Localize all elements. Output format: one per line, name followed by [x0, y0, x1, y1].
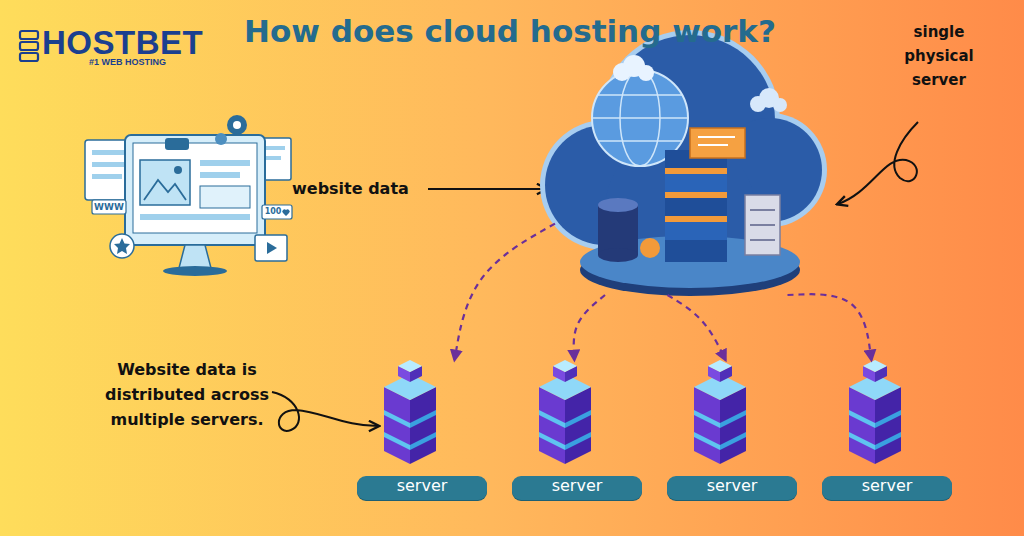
tower-top-box — [690, 128, 745, 158]
callout-label: single physical server — [897, 20, 981, 92]
tower-band — [665, 216, 727, 222]
globe-line — [598, 94, 682, 96]
node-label: server — [667, 476, 797, 500]
flow-connector — [668, 295, 726, 360]
node-label: server — [512, 476, 642, 500]
illustration-text: 100 — [262, 206, 284, 218]
logo-icon — [20, 31, 38, 39]
gear-icon — [215, 133, 227, 145]
chat-bubble — [165, 138, 189, 150]
brand-tagline: #1 WEB HOSTING — [89, 57, 166, 67]
cloud-server: single physical server — [555, 40, 805, 295]
box-line — [698, 136, 735, 138]
content-line — [200, 172, 240, 178]
rack-line — [750, 209, 775, 211]
content-block — [200, 186, 250, 208]
globe-line — [592, 117, 688, 119]
leader-arrow — [272, 392, 378, 431]
database-cylinder — [598, 248, 638, 262]
server-node: server — [667, 360, 797, 500]
server-node: server — [357, 360, 487, 500]
rack-unit — [745, 195, 780, 255]
flow-connector — [788, 294, 872, 360]
server-node: server — [512, 360, 642, 500]
illustration-text: WWW — [92, 201, 126, 213]
video-window — [255, 235, 287, 261]
connector-group — [455, 224, 872, 360]
leader-arrow — [428, 188, 546, 190]
flow-connector — [574, 295, 605, 360]
server-symbol — [539, 360, 591, 464]
rack-line — [750, 239, 775, 241]
diagram-title: How does cloud hosting work? — [190, 13, 830, 49]
play-icon — [267, 242, 277, 254]
www-box — [92, 200, 126, 214]
callout-note: Website data is distributed across multi… — [86, 357, 288, 432]
tower-band — [665, 222, 727, 240]
node-label: server — [822, 476, 952, 500]
database-top — [598, 198, 638, 212]
server-symbol — [384, 360, 436, 464]
brand-name: HOSTBET — [42, 24, 203, 62]
flow-label: website data — [292, 179, 409, 198]
rack-line — [750, 224, 775, 226]
image-sun — [174, 166, 182, 174]
logo-icon — [20, 42, 38, 50]
star-badge — [110, 234, 134, 258]
globe-line — [598, 140, 682, 142]
server-symbol — [849, 360, 901, 464]
database-cylinder — [598, 205, 638, 255]
content-line — [200, 160, 250, 166]
box-line — [698, 144, 728, 146]
server-symbol — [694, 360, 746, 464]
flow-connector — [455, 224, 556, 360]
small-cloud — [638, 65, 654, 81]
tower-band — [665, 198, 727, 216]
tower-band — [665, 174, 727, 192]
gear-icon — [227, 115, 247, 135]
likes-box — [262, 205, 292, 219]
logo-icon — [20, 53, 38, 61]
content-line — [140, 214, 250, 220]
image-icon — [140, 160, 190, 205]
tower-band — [665, 168, 727, 174]
window-line — [92, 174, 122, 179]
monitor-stand — [179, 245, 211, 268]
leader-arrow — [838, 122, 918, 204]
star-icon — [114, 238, 130, 254]
server-node: server — [822, 360, 952, 500]
tower-band — [665, 192, 727, 198]
small-cloud — [773, 98, 787, 112]
monitor-frame — [125, 135, 265, 245]
tag-icon — [640, 238, 660, 258]
tower-band — [665, 240, 727, 262]
heart-icon — [282, 209, 289, 216]
image-mountain — [144, 180, 186, 200]
monitor-base — [163, 266, 227, 276]
node-label: server — [357, 476, 487, 500]
gear-hole — [233, 121, 241, 129]
monitor-screen — [133, 143, 257, 233]
